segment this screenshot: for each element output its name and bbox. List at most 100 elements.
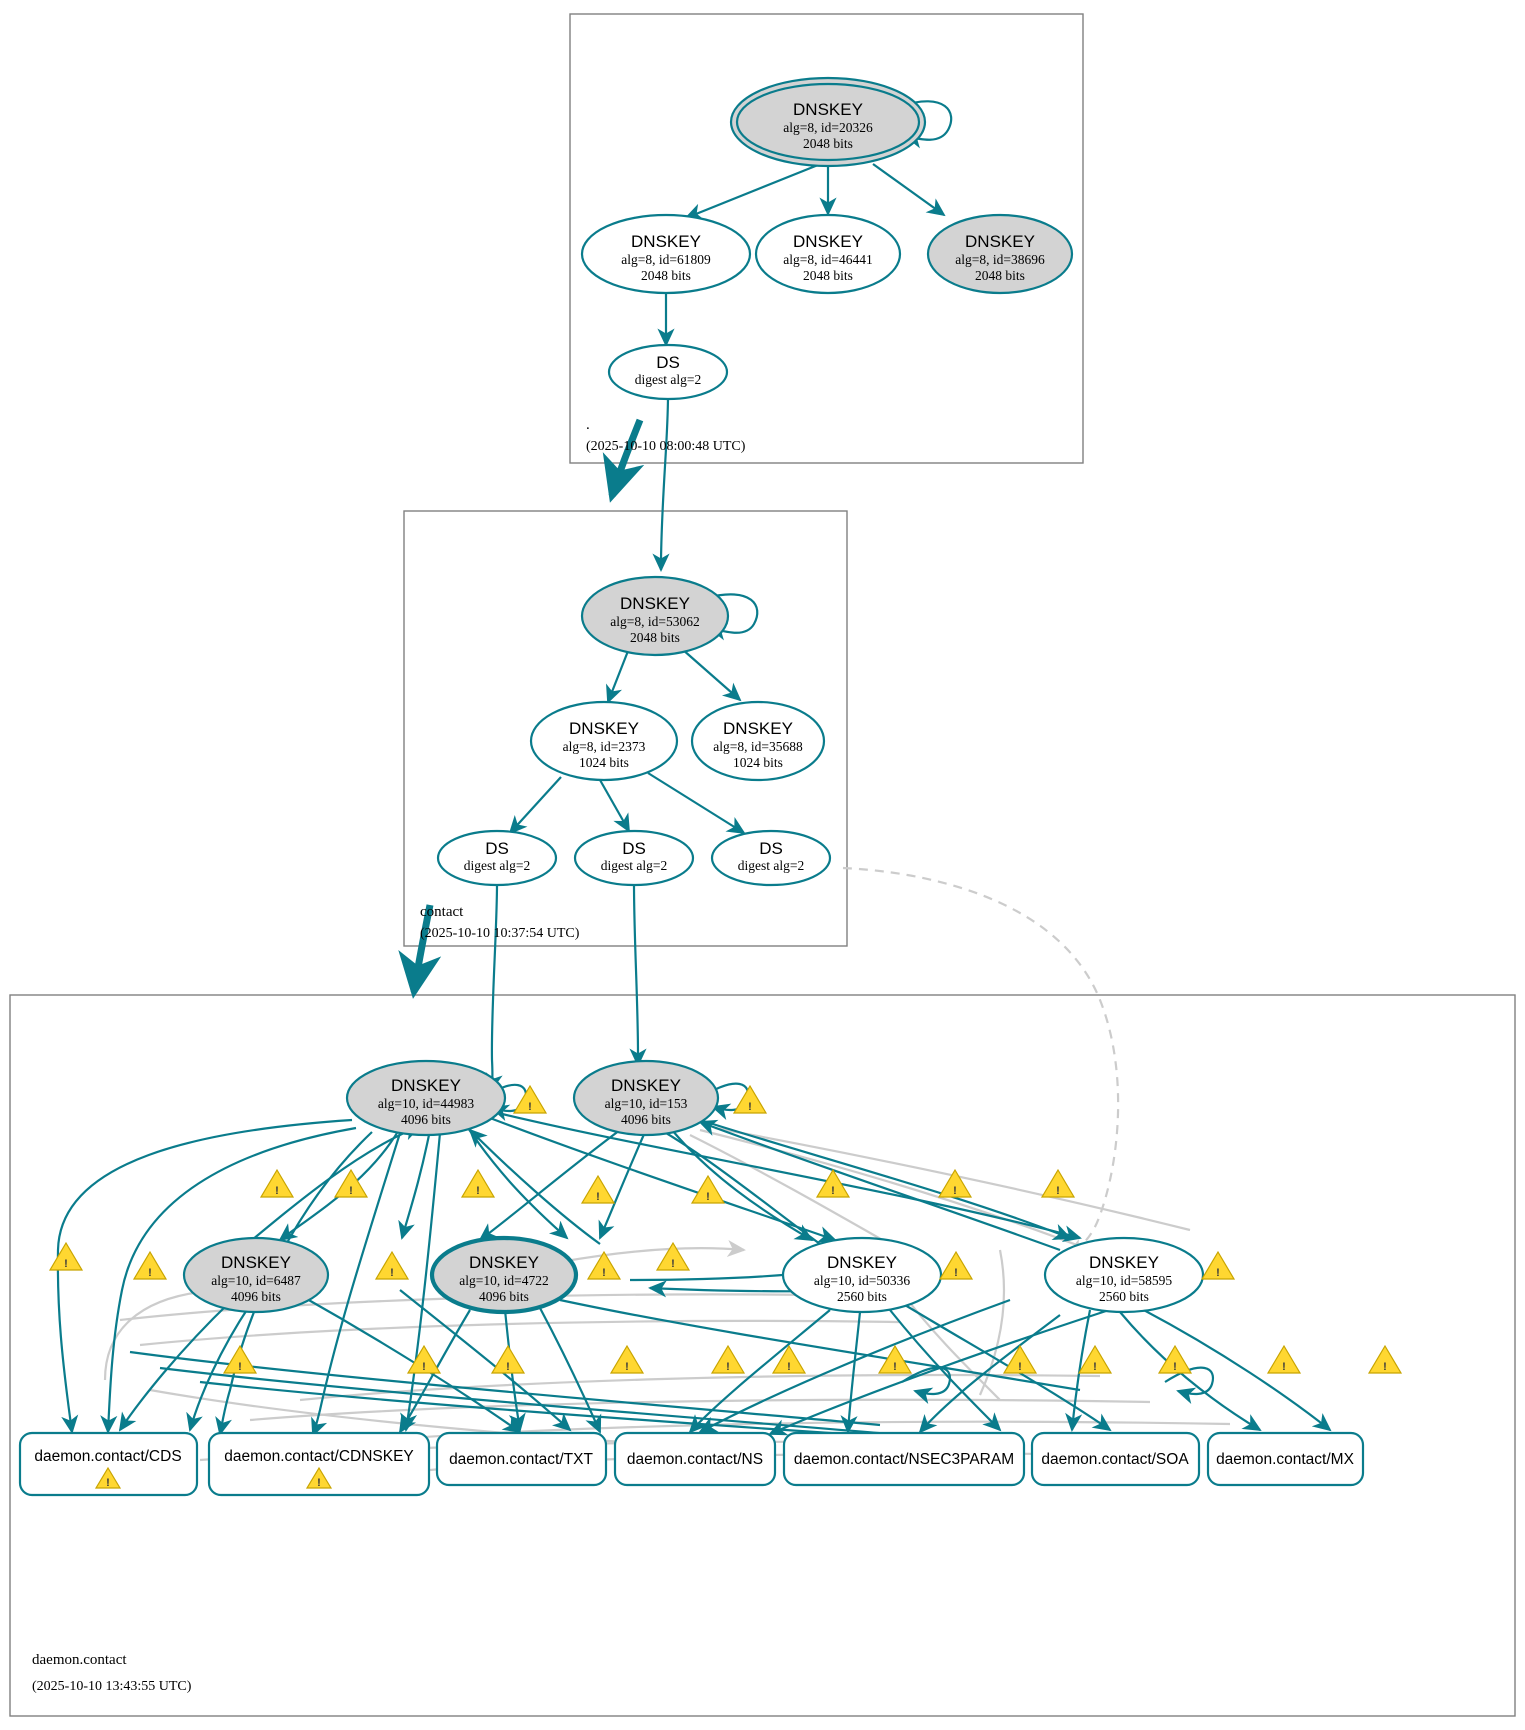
edges-rrsets-daemon	[56, 1118, 1332, 1446]
warning-icons-layer: ! ! ! ! ! ! ! ! ! ! ! ! ! ! ! ! ! ! ! ! …	[48, 1084, 1403, 1374]
node-label-line1: DNSKEY	[793, 100, 863, 119]
svg-text:!: !	[422, 1361, 426, 1373]
node-dnskey-53062[interactable]: DNSKEY alg=8, id=53062 2048 bits	[580, 575, 730, 657]
svg-text:!: !	[625, 1361, 629, 1373]
rrset-label: daemon.contact/TXT	[449, 1451, 593, 1468]
svg-text:!: !	[1383, 1361, 1387, 1373]
rrset-ns[interactable]: daemon.contact/NS	[613, 1431, 777, 1487]
zone-timestamp-contact: (2025-10-10 10:37:54 UTC)	[420, 926, 580, 941]
warning-triangle-icon: !	[580, 1174, 616, 1204]
node-dnskey-50336[interactable]: DNSKEY alg=10, id=50336 2560 bits	[781, 1236, 943, 1314]
node-dnskey-4722[interactable]: DNSKEY alg=10, id=4722 4096 bits	[429, 1235, 579, 1315]
node-label-line2: alg=8, id=46441	[783, 252, 872, 267]
warning-triangle-icon: !	[1002, 1344, 1038, 1374]
node-label-line1: DS	[622, 839, 646, 858]
node-dnskey-44983[interactable]: DNSKEY alg=10, id=44983 4096 bits	[345, 1059, 507, 1137]
rrset-nsec3param[interactable]: daemon.contact/NSEC3PARAM	[782, 1431, 1026, 1487]
rrset-soa[interactable]: daemon.contact/SOA	[1030, 1431, 1201, 1487]
node-label-line2: digest alg=2	[601, 858, 667, 873]
node-ds-contact-3[interactable]: DS digest alg=2	[710, 829, 832, 887]
warning-triangle-icon: !	[771, 1344, 807, 1374]
warning-triangle-icon: !	[1157, 1344, 1193, 1374]
node-label-line2: alg=8, id=53062	[610, 614, 699, 629]
svg-text:!: !	[596, 1191, 600, 1203]
node-label-line1: DS	[656, 353, 680, 372]
warning-triangle-icon: !	[690, 1174, 726, 1204]
warning-triangle-icon: !	[1077, 1344, 1113, 1374]
node-label-line2: alg=10, id=58595	[1076, 1273, 1172, 1288]
node-label-line1: DNSKEY	[569, 719, 639, 738]
node-ds-contact-1[interactable]: DS digest alg=2	[436, 829, 558, 887]
node-dnskey-38696[interactable]: DNSKEY alg=8, id=38696 2048 bits	[926, 213, 1074, 295]
node-label-line3: 1024 bits	[733, 755, 783, 770]
svg-text:!: !	[831, 1185, 835, 1197]
node-label-line3: 4096 bits	[231, 1289, 281, 1304]
svg-text:!: !	[726, 1361, 730, 1373]
node-dnskey-61809[interactable]: DNSKEY alg=8, id=61809 2048 bits	[580, 213, 752, 295]
node-label-line2: digest alg=2	[738, 858, 804, 873]
rrset-cds[interactable]: daemon.contact/CDS !	[18, 1431, 199, 1497]
warning-triangle-icon: !	[132, 1250, 168, 1280]
warning-triangle-icon: !	[710, 1344, 746, 1374]
node-label-line3: 4096 bits	[401, 1112, 451, 1127]
node-label-line3: 2560 bits	[1099, 1289, 1149, 1304]
node-label-line2: alg=8, id=35688	[713, 739, 803, 754]
rrset-label: daemon.contact/NSEC3PARAM	[794, 1451, 1014, 1468]
node-label-line2: alg=10, id=4722	[459, 1273, 548, 1288]
node-dnskey-58595[interactable]: DNSKEY alg=10, id=58595 2560 bits	[1043, 1236, 1205, 1314]
warning-triangle-icon: !	[94, 1466, 122, 1489]
rrset-label: daemon.contact/CDS	[34, 1448, 181, 1465]
warning-triangle-icon: !	[1367, 1344, 1403, 1374]
node-label-line3: 2048 bits	[630, 630, 680, 645]
warning-triangle-icon: !	[48, 1241, 84, 1271]
node-label-line3: 4096 bits	[479, 1289, 529, 1304]
warning-triangle-icon: !	[732, 1084, 768, 1114]
node-label-line1: DS	[759, 839, 783, 858]
rrset-label: daemon.contact/SOA	[1041, 1451, 1189, 1468]
node-label-line2: alg=8, id=61809	[621, 252, 711, 267]
svg-text:!: !	[671, 1258, 675, 1270]
node-dnskey-46441[interactable]: DNSKEY alg=8, id=46441 2048 bits	[754, 213, 902, 295]
node-ds-root[interactable]: DS digest alg=2	[607, 343, 729, 401]
rrset-label: daemon.contact/MX	[1216, 1451, 1355, 1468]
svg-text:!: !	[506, 1361, 510, 1373]
svg-text:!: !	[954, 1267, 958, 1279]
node-dnskey-35688[interactable]: DNSKEY alg=8, id=35688 1024 bits	[690, 700, 826, 782]
svg-text:!: !	[349, 1185, 353, 1197]
node-label-line1: DNSKEY	[723, 719, 793, 738]
node-label-line1: DNSKEY	[611, 1076, 681, 1095]
svg-text:!: !	[748, 1101, 752, 1113]
node-dnskey-6487[interactable]: DNSKEY alg=10, id=6487 4096 bits	[182, 1236, 330, 1314]
svg-text:!: !	[1216, 1267, 1220, 1279]
warning-triangle-icon: !	[222, 1344, 258, 1374]
node-label-line1: DNSKEY	[631, 232, 701, 251]
warning-triangle-icon: !	[815, 1168, 851, 1198]
zone-label-root: .	[586, 417, 590, 433]
rrset-cdnskey[interactable]: daemon.contact/CDNSKEY !	[207, 1431, 431, 1497]
node-dnskey-20326[interactable]: DNSKEY alg=8, id=20326 2048 bits	[729, 76, 927, 168]
warning-triangle-icon: !	[512, 1084, 548, 1114]
node-label-line3: 2048 bits	[803, 136, 853, 151]
svg-text:!: !	[528, 1101, 532, 1113]
zone-label-contact: contact	[420, 904, 464, 920]
rrset-mx[interactable]: daemon.contact/MX	[1206, 1431, 1365, 1487]
node-dnskey-2373[interactable]: DNSKEY alg=8, id=2373 1024 bits	[529, 700, 679, 782]
node-label-line2: alg=8, id=38696	[955, 252, 1045, 267]
warning-triangle-icon: !	[490, 1344, 526, 1374]
zone-timestamp-daemon-contact: (2025-10-10 13:43:55 UTC)	[32, 1679, 192, 1694]
node-ds-contact-2[interactable]: DS digest alg=2	[573, 829, 695, 887]
warning-triangle-icon: !	[305, 1466, 333, 1489]
node-label-line1: DNSKEY	[469, 1253, 539, 1272]
rrset-txt[interactable]: daemon.contact/TXT	[435, 1431, 608, 1487]
svg-text:!: !	[1282, 1361, 1286, 1373]
node-label-line3: 2048 bits	[803, 268, 853, 283]
node-dnskey-153[interactable]: DNSKEY alg=10, id=153 4096 bits	[572, 1059, 720, 1137]
edges-root	[602, 100, 953, 572]
node-label-line3: 4096 bits	[621, 1112, 671, 1127]
svg-text:!: !	[953, 1185, 957, 1197]
node-label-line1: DNSKEY	[827, 1253, 897, 1272]
rrset-label: daemon.contact/NS	[627, 1451, 763, 1468]
svg-text:!: !	[476, 1185, 480, 1197]
svg-text:!: !	[706, 1191, 710, 1203]
warning-triangle-icon: !	[609, 1344, 645, 1374]
